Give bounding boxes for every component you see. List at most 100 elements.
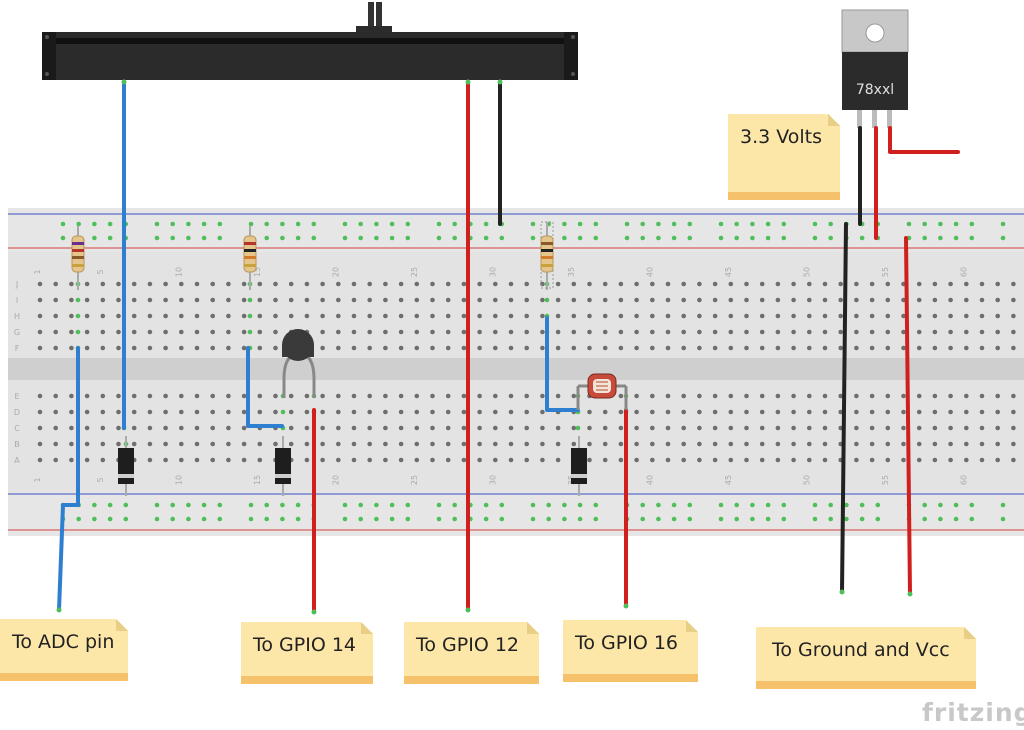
breadboard-hole bbox=[445, 345, 451, 351]
rail-hole bbox=[499, 235, 505, 241]
rail-hole bbox=[280, 516, 285, 522]
breadboard-hole bbox=[116, 281, 121, 287]
breadboard-hole bbox=[995, 425, 1000, 431]
column-number: 20 bbox=[331, 475, 340, 485]
rail-hole bbox=[483, 516, 489, 522]
breadboard-hole bbox=[650, 281, 655, 287]
regulator-label: 78xxl bbox=[856, 82, 894, 98]
breadboard-hole bbox=[493, 313, 498, 319]
breadboard-hole bbox=[555, 425, 561, 431]
breadboard-hole bbox=[650, 393, 655, 399]
row-letter: A bbox=[14, 456, 20, 465]
breadboard-hole bbox=[555, 393, 561, 399]
breadboard-hole bbox=[1011, 313, 1016, 319]
rail-hole bbox=[499, 502, 505, 508]
breadboard-hole bbox=[351, 393, 357, 399]
rail-hole bbox=[217, 221, 223, 227]
breadboard-hole bbox=[901, 297, 906, 303]
breadboard-hole bbox=[194, 409, 200, 415]
note-adc: To ADC pin bbox=[0, 619, 128, 681]
rail-hole bbox=[577, 221, 583, 227]
breadboard-hole bbox=[571, 329, 577, 335]
rail-hole bbox=[922, 516, 927, 522]
breadboard-hole bbox=[791, 345, 796, 351]
rail-hole bbox=[389, 516, 395, 522]
breadboard-hole bbox=[885, 457, 891, 463]
breadboard-hole bbox=[869, 281, 875, 287]
rail-hole bbox=[750, 502, 755, 508]
breadboard-hole bbox=[383, 393, 388, 399]
breadboard-hole bbox=[383, 345, 388, 351]
breadboard-hole bbox=[383, 297, 388, 303]
breadboard-hole bbox=[194, 313, 200, 319]
breadboard-hole bbox=[901, 441, 906, 447]
rail-hole bbox=[499, 516, 505, 522]
breadboard-hole bbox=[493, 441, 498, 447]
breadboard-hole bbox=[540, 313, 545, 319]
breadboard-hole bbox=[712, 297, 718, 303]
breadboard-hole bbox=[320, 345, 325, 351]
row-letter: H bbox=[14, 312, 20, 321]
breadboard-hole bbox=[807, 297, 812, 303]
rail-hole bbox=[640, 516, 645, 522]
rail-hole bbox=[953, 235, 959, 241]
breadboard-hole bbox=[744, 297, 749, 303]
breadboard-hole bbox=[618, 281, 624, 287]
breadboard-hole bbox=[147, 297, 153, 303]
rail-hole bbox=[562, 221, 567, 227]
breadboard-hole bbox=[916, 409, 922, 415]
breadboard-hole bbox=[807, 281, 812, 287]
breadboard-hole bbox=[791, 281, 796, 287]
breadboard-hole bbox=[728, 409, 734, 415]
breadboard-hole bbox=[916, 281, 922, 287]
breadboard-hole bbox=[759, 409, 765, 415]
breadboard-hole bbox=[508, 393, 514, 399]
breadboard-hole bbox=[179, 409, 184, 415]
breadboard-hole bbox=[398, 425, 404, 431]
breadboard-hole bbox=[916, 457, 922, 463]
rail-hole bbox=[217, 235, 223, 241]
rail-hole bbox=[201, 221, 207, 227]
breadboard-hole bbox=[351, 409, 357, 415]
breadboard-hole bbox=[288, 297, 294, 303]
breadboard-hole bbox=[508, 345, 514, 351]
breadboard-hole bbox=[634, 441, 639, 447]
breadboard-hole bbox=[869, 457, 875, 463]
breadboard-hole bbox=[398, 345, 404, 351]
breadboard-hole bbox=[932, 425, 938, 431]
breadboard-hole bbox=[618, 313, 624, 319]
breadboard-hole bbox=[241, 425, 247, 431]
breadboard-hole bbox=[650, 425, 655, 431]
breadboard-hole bbox=[524, 409, 529, 415]
breadboard-hole bbox=[571, 425, 577, 431]
breadboard-hole bbox=[540, 425, 545, 431]
breadboard-hole bbox=[257, 345, 263, 351]
breadboard-hole bbox=[665, 297, 671, 303]
breadboard-hole bbox=[775, 313, 781, 319]
rail-hole bbox=[201, 235, 207, 241]
note-gpio12: To GPIO 12 bbox=[404, 622, 539, 684]
column-number: 40 bbox=[645, 267, 654, 277]
column-number: 5 bbox=[96, 477, 105, 482]
breadboard-hole bbox=[273, 313, 278, 319]
connected-hole bbox=[247, 297, 253, 303]
breadboard-hole bbox=[100, 457, 106, 463]
rail-hole bbox=[624, 235, 630, 241]
breadboard-hole bbox=[100, 393, 106, 399]
rail-hole bbox=[60, 221, 66, 227]
breadboard-hole bbox=[885, 313, 891, 319]
rail-hole bbox=[593, 502, 599, 508]
rail-hole bbox=[953, 221, 959, 227]
rail-hole bbox=[342, 516, 348, 522]
rail-hole bbox=[656, 221, 661, 227]
breadboard-hole bbox=[822, 297, 828, 303]
breadboard-hole bbox=[226, 457, 231, 463]
breadboard-hole bbox=[351, 457, 357, 463]
breadboard-hole bbox=[116, 441, 121, 447]
rail-hole bbox=[640, 502, 645, 508]
breadboard-hole bbox=[634, 345, 639, 351]
rail-hole bbox=[656, 516, 661, 522]
rail-hole bbox=[593, 221, 599, 227]
rail-hole bbox=[765, 502, 771, 508]
breadboard-hole bbox=[932, 345, 938, 351]
